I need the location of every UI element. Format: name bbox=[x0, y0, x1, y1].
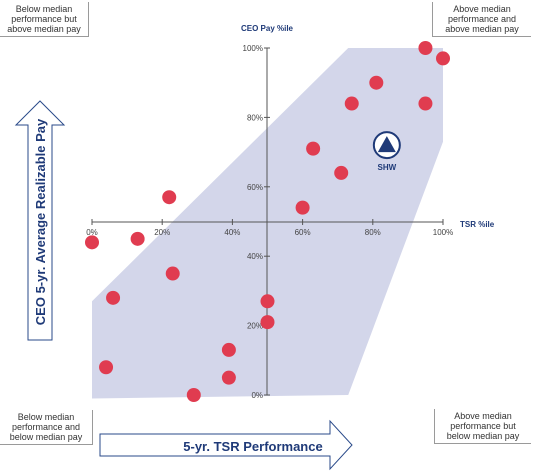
data-point bbox=[344, 96, 359, 111]
x-tick-label: 80% bbox=[365, 228, 381, 237]
x-axis-label: TSR %ile bbox=[460, 220, 495, 229]
x-axis-title: 5-yr. TSR Performance bbox=[183, 439, 322, 454]
data-point bbox=[418, 41, 433, 55]
x-tick-label: 60% bbox=[295, 228, 311, 237]
data-point bbox=[106, 290, 121, 305]
data-point bbox=[295, 200, 310, 215]
data-point bbox=[99, 360, 114, 375]
data-point bbox=[436, 51, 450, 66]
data-point bbox=[85, 235, 99, 250]
data-point bbox=[260, 294, 275, 309]
y-tick-label: 60% bbox=[247, 183, 263, 192]
data-point bbox=[186, 388, 201, 402]
data-point bbox=[334, 165, 349, 180]
x-tick-label: 100% bbox=[433, 228, 453, 237]
data-point bbox=[418, 96, 433, 111]
y-tick-label: 0% bbox=[251, 391, 263, 400]
x-tick-label: 40% bbox=[224, 228, 240, 237]
company-marker-triangle bbox=[377, 136, 396, 153]
y-tick-label: 20% bbox=[247, 322, 263, 331]
x-direction-arrow bbox=[99, 419, 353, 471]
quadrant-label-bottom-left: Below median performance and below media… bbox=[0, 410, 93, 445]
x-tick-label: 0% bbox=[86, 228, 98, 237]
y-axis-label: CEO Pay %ile bbox=[241, 24, 294, 33]
y-tick-label: 100% bbox=[243, 44, 263, 53]
data-point bbox=[130, 231, 145, 246]
data-point bbox=[221, 342, 236, 357]
quadrant-label-bottom-right: Above median performance but below media… bbox=[434, 409, 531, 444]
data-point bbox=[162, 190, 177, 205]
quadrant-label-top-right: Above median performance and above media… bbox=[432, 2, 531, 37]
data-point bbox=[165, 266, 180, 281]
data-point bbox=[369, 75, 384, 90]
data-point bbox=[221, 370, 236, 385]
x-tick-label: 20% bbox=[154, 228, 170, 237]
data-point bbox=[306, 141, 321, 156]
y-tick-label: 80% bbox=[247, 113, 263, 122]
y-direction-arrow bbox=[14, 100, 66, 341]
y-tick-label: 40% bbox=[247, 252, 263, 261]
quadrant-label-top-left: Below median performance but above media… bbox=[0, 2, 89, 37]
data-point bbox=[260, 315, 275, 330]
y-axis-title: CEO 5-yr. Average Realizable Pay bbox=[33, 118, 48, 325]
company-label: SHW bbox=[378, 163, 397, 172]
